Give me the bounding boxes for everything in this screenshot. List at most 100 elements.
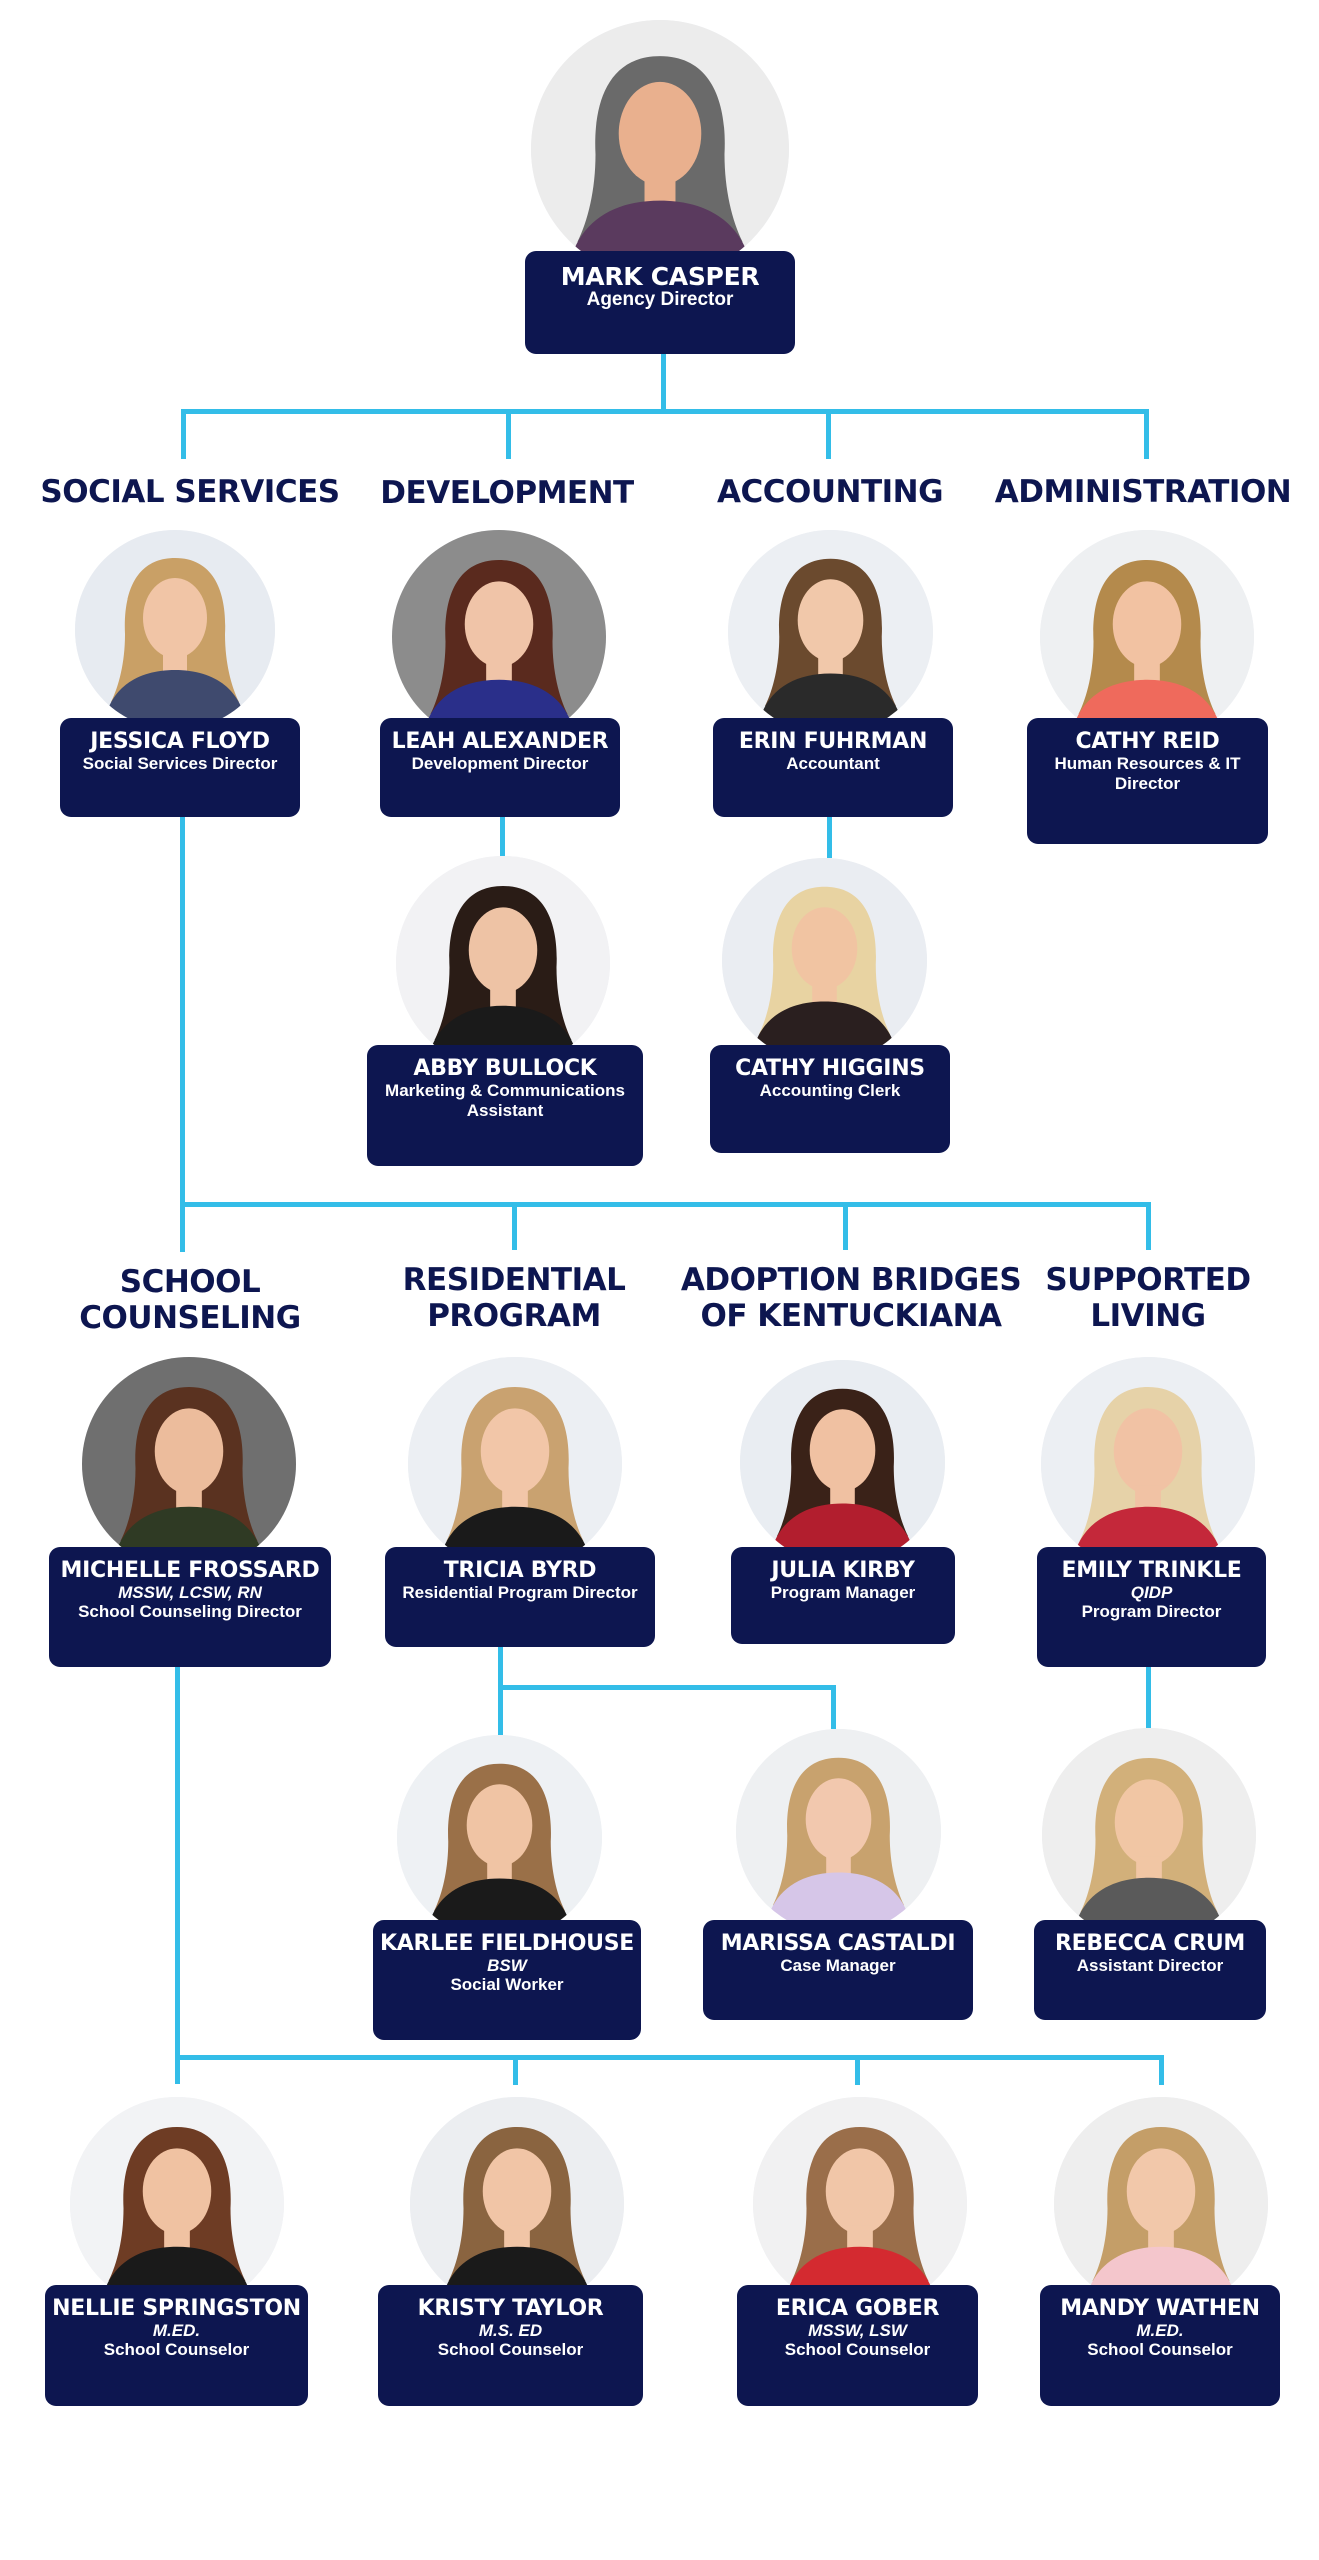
- person-name: NELLIE SPRINGSTON: [52, 2296, 301, 2321]
- name-card: ERIN FUHRMAN Accountant: [713, 718, 953, 817]
- person-name: ERICA GOBER: [775, 2296, 940, 2321]
- person-name: CATHY HIGGINS: [735, 1056, 925, 1081]
- person-title: Accounting Clerk: [759, 1081, 901, 1100]
- person-title: School Counselor: [784, 2340, 931, 2359]
- person-name: JULIA KIRBY: [771, 1558, 915, 1583]
- person-name: JESSICA FLOYD: [90, 729, 270, 754]
- connector-line: [175, 1662, 180, 2084]
- name-card: JULIA KIRBY Program Manager: [731, 1547, 955, 1644]
- connector-line: [181, 409, 186, 459]
- name-card: MARISSA CASTALDI Case Manager: [703, 1920, 973, 2020]
- portrait-photo: [408, 1357, 622, 1571]
- connector-line: [1146, 1202, 1151, 1250]
- portrait-photo: [1054, 2097, 1268, 2311]
- person-name: LEAH ALEXANDER: [391, 729, 609, 754]
- portrait-photo: [410, 2097, 624, 2311]
- connector-line: [661, 352, 666, 411]
- person-title: Social Services Director: [82, 754, 278, 773]
- name-card: TRICIA BYRD Residential Program Director: [385, 1547, 655, 1647]
- person-title: Accountant: [786, 754, 880, 773]
- portrait-photo: [392, 530, 606, 744]
- person-credentials: M.S. ED: [478, 2321, 543, 2340]
- person-title: School Counseling Director: [78, 1602, 302, 1621]
- person-title: Case Manager: [780, 1956, 896, 1975]
- person-title: Marketing & Communications Assistant: [385, 1081, 625, 1120]
- person-credentials: MSSW, LCSW, RN: [118, 1583, 262, 1602]
- person-title: Program Manager: [770, 1583, 916, 1602]
- dept-social-services: SOCIAL SERVICES: [40, 474, 340, 510]
- connector-line: [181, 409, 1149, 414]
- portrait-photo: [397, 1735, 602, 1940]
- name-card: NELLIE SPRINGSTON M.ED. School Counselor: [45, 2285, 308, 2406]
- person-credentials: QIDP: [1130, 1583, 1173, 1602]
- dept-school-counseling: SCHOOL COUNSELING: [79, 1264, 301, 1336]
- connector-line: [180, 815, 185, 1252]
- name-card: ABBY BULLOCK Marketing & Communications …: [367, 1045, 643, 1166]
- connector-line: [175, 2055, 1164, 2060]
- person-name: MICHELLE FROSSARD: [60, 1558, 320, 1583]
- portrait-photo: [740, 1360, 945, 1565]
- dept-supported-living: SUPPORTED LIVING: [1045, 1262, 1251, 1334]
- connector-line: [180, 1202, 1151, 1207]
- dept-accounting: ACCOUNTING: [716, 474, 944, 510]
- person-name: KARLEE FIELDHOUSE: [379, 1931, 635, 1956]
- portrait-photo: [722, 858, 927, 1063]
- person-title: Development Director: [411, 754, 589, 773]
- portrait-photo: [531, 20, 789, 278]
- connector-line: [827, 815, 832, 858]
- connector-line: [843, 1202, 848, 1250]
- dept-development: DEVELOPMENT: [380, 475, 634, 511]
- connector-line: [831, 1685, 836, 1729]
- portrait-photo: [396, 856, 610, 1070]
- person-title: Human Resources & IT Director: [1054, 754, 1241, 793]
- portrait-photo: [70, 2097, 284, 2311]
- person-title: Assistant Director: [1076, 1956, 1224, 1975]
- portrait-photo: [753, 2097, 967, 2311]
- person-credentials: MSSW, LSW: [808, 2321, 907, 2340]
- name-card: ERICA GOBER MSSW, LSW School Counselor: [737, 2285, 978, 2406]
- name-card: KRISTY TAYLOR M.S. ED School Counselor: [378, 2285, 643, 2406]
- person-name: KRISTY TAYLOR: [417, 2296, 604, 2321]
- portrait-photo: [82, 1357, 296, 1571]
- person-name: MARK CASPER: [560, 262, 760, 291]
- person-name: MARISSA CASTALDI: [720, 1931, 956, 1956]
- person-credentials: M.ED.: [1136, 2321, 1184, 2340]
- connector-line: [513, 2055, 518, 2085]
- connector-line: [1146, 1662, 1151, 1728]
- person-name: TRICIA BYRD: [443, 1558, 597, 1583]
- dept-administration: ADMINISTRATION: [994, 474, 1292, 510]
- person-name: MANDY WATHEN: [1060, 2296, 1260, 2321]
- name-card: EMILY TRINKLE QIDP Program Director: [1037, 1547, 1266, 1667]
- person-title: Residential Program Director: [402, 1583, 638, 1602]
- name-card: MARK CASPER Agency Director: [525, 251, 795, 354]
- dept-adoption-bridges: ADOPTION BRIDGES OF KENTUCKIANA: [680, 1262, 1022, 1334]
- person-title: School Counselor: [103, 2340, 250, 2359]
- name-card: CATHY HIGGINS Accounting Clerk: [710, 1045, 950, 1153]
- name-card: MICHELLE FROSSARD MSSW, LCSW, RN School …: [49, 1547, 331, 1667]
- dept-residential-program: RESIDENTIAL PROGRAM: [402, 1262, 626, 1334]
- connector-line: [826, 409, 831, 459]
- name-card: MANDY WATHEN M.ED. School Counselor: [1040, 2285, 1280, 2406]
- connector-line: [498, 1685, 836, 1690]
- person-title: School Counselor: [437, 2340, 584, 2359]
- person-title: Social Worker: [450, 1975, 564, 1994]
- person-title: Program Director: [1081, 1602, 1222, 1621]
- person-name: EMILY TRINKLE: [1061, 1558, 1242, 1583]
- connector-line: [1144, 409, 1149, 459]
- name-card: LEAH ALEXANDER Development Director: [380, 718, 620, 817]
- name-card: REBECCA CRUM Assistant Director: [1034, 1920, 1266, 2020]
- name-card: KARLEE FIELDHOUSE BSW Social Worker: [373, 1920, 641, 2040]
- person-name: CATHY REID: [1075, 729, 1220, 754]
- person-title: Agency Director: [586, 289, 734, 310]
- connector-line: [855, 2055, 860, 2085]
- portrait-photo: [728, 530, 933, 735]
- person-name: ABBY BULLOCK: [413, 1056, 597, 1081]
- portrait-photo: [1040, 530, 1254, 744]
- portrait-photo: [736, 1729, 941, 1934]
- portrait-photo: [1042, 1728, 1256, 1942]
- portrait-photo: [1041, 1357, 1255, 1571]
- person-name: ERIN FUHRMAN: [738, 729, 928, 754]
- connector-line: [500, 815, 505, 858]
- connector-line: [1159, 2055, 1164, 2085]
